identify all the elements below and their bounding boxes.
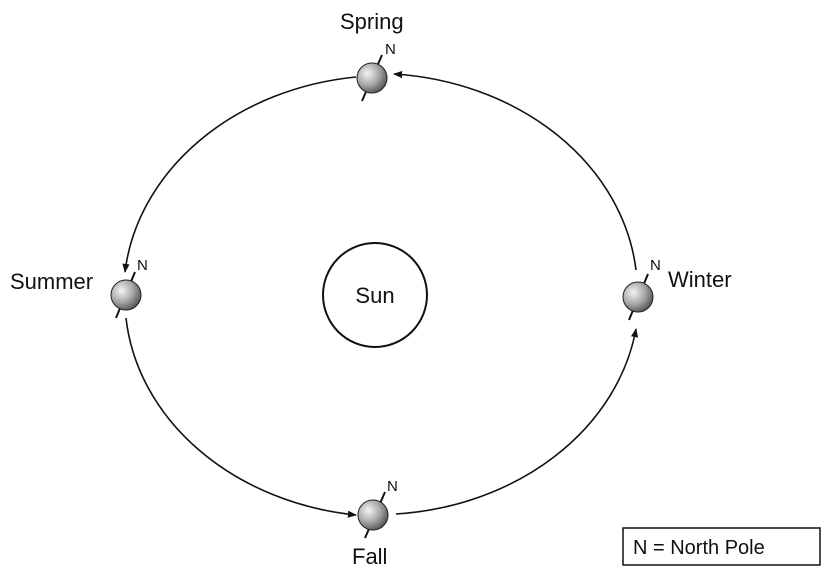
north-pole-marker: N bbox=[385, 41, 396, 58]
season-label-spring: Spring bbox=[340, 9, 404, 34]
earth-winter: N Winter bbox=[622, 257, 732, 321]
orbit-arc-winter-to-spring bbox=[393, 70, 637, 271]
legend-border bbox=[622, 527, 821, 566]
legend-box: N = North Pole bbox=[622, 527, 821, 566]
earth-fall: N Fall bbox=[352, 478, 398, 569]
earth-globe bbox=[356, 62, 388, 94]
orbit-arc-fall-to-winter bbox=[395, 328, 639, 515]
orbit-arc-summer-to-fall bbox=[125, 317, 357, 518]
sun: Sun bbox=[322, 242, 428, 348]
earth-summer: N Summer bbox=[10, 257, 148, 319]
north-pole-marker: N bbox=[137, 257, 148, 274]
legend-text: N = North Pole bbox=[633, 537, 765, 559]
season-label-summer: Summer bbox=[10, 269, 93, 294]
north-pole-marker: N bbox=[387, 478, 398, 495]
earth-globe bbox=[357, 499, 389, 531]
sun-label: Sun bbox=[355, 283, 394, 308]
sun-circle bbox=[322, 242, 428, 348]
earth-spring: N Spring bbox=[340, 9, 404, 102]
orbit-arc-spring-to-summer bbox=[122, 76, 357, 273]
earth-globe bbox=[622, 281, 654, 313]
season-label-winter: Winter bbox=[668, 267, 732, 292]
season-label-fall: Fall bbox=[352, 544, 387, 569]
north-pole-marker: N bbox=[650, 257, 661, 274]
earth-globe bbox=[110, 279, 142, 311]
